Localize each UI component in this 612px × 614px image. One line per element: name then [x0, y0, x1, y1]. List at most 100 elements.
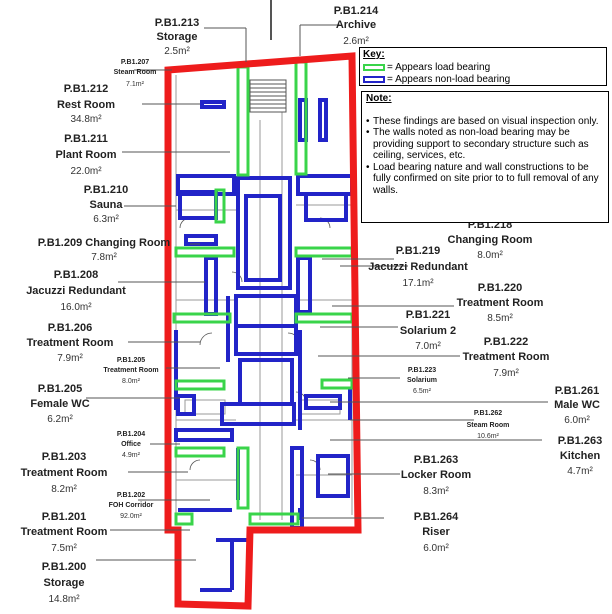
load-bearing-swatch — [363, 63, 385, 71]
room-label-b1-221: P.B1.221 Solarium 2 7.0m² — [400, 309, 456, 352]
svg-text:Storage: Storage — [44, 577, 85, 589]
svg-text:Steam Room: Steam Room — [114, 69, 157, 76]
room-label-b1-219: P.B1.219 Jacuzzi Redundant 17.1m² — [368, 245, 468, 289]
svg-text:Treatment Room: Treatment Room — [463, 351, 550, 363]
svg-text:Rest Room: Rest Room — [57, 99, 115, 111]
svg-text:7.5m²: 7.5m² — [51, 543, 77, 554]
svg-text:34.8m²: 34.8m² — [70, 114, 102, 125]
room-label-b1-201: P.B1.201 Treatment Room 7.5m² — [21, 511, 108, 554]
svg-text:P.B1.223: P.B1.223 — [408, 367, 436, 374]
svg-text:Jacuzzi Redundant: Jacuzzi Redundant — [368, 261, 468, 273]
room-label-b1-211: P.B1.211 Plant Room 22.0m² — [55, 133, 116, 177]
svg-text:P.B1.261: P.B1.261 — [555, 385, 599, 397]
room-label-b1-209: P.B1.209 Changing Room 7.8m² — [38, 237, 171, 263]
room-label-b1-223: P.B1.223 Solarium 6.5m² — [407, 367, 437, 395]
svg-text:Changing Room: Changing Room — [448, 234, 533, 246]
svg-text:6.0m²: 6.0m² — [423, 543, 449, 554]
svg-text:10.6m²: 10.6m² — [477, 433, 499, 440]
svg-text:7.9m²: 7.9m² — [493, 368, 519, 379]
svg-text:6.0m²: 6.0m² — [564, 415, 590, 426]
room-label-b1-214: P.B1.214 Archive 2.6m² — [334, 5, 379, 47]
svg-text:Locker Room: Locker Room — [401, 469, 472, 481]
svg-text:P.B1.205: P.B1.205 — [117, 357, 145, 364]
svg-text:P.B1.204: P.B1.204 — [117, 431, 145, 438]
svg-text:7.1m²: 7.1m² — [126, 81, 145, 88]
svg-text:4.9m²: 4.9m² — [122, 452, 141, 459]
room-label-b1-208: P.B1.208 Jacuzzi Redundant 16.0m² — [26, 269, 126, 313]
svg-text:P.B1.222: P.B1.222 — [484, 336, 528, 348]
legend-load-bearing-label: = Appears load bearing — [387, 61, 491, 73]
stair — [249, 0, 287, 113]
svg-text:8.0m²: 8.0m² — [477, 250, 503, 261]
svg-text:Archive: Archive — [336, 19, 376, 31]
svg-text:P.B1.203: P.B1.203 — [42, 451, 86, 463]
svg-text:P.B1.208: P.B1.208 — [54, 269, 98, 281]
svg-text:P.B1.205: P.B1.205 — [38, 383, 82, 395]
plan-drawing — [164, 0, 362, 610]
svg-text:7.8m²: 7.8m² — [91, 252, 117, 263]
svg-text:2.6m²: 2.6m² — [343, 36, 369, 47]
legend-row-non-load-bearing: = Appears non-load bearing — [360, 73, 606, 85]
svg-text:Riser: Riser — [422, 526, 450, 538]
svg-text:8.5m²: 8.5m² — [487, 313, 513, 324]
room-label-b1-200: P.B1.200 Storage 14.8m² — [42, 561, 86, 605]
room-label-b1-205s: P.B1.205 Treatment Room 8.0m² — [103, 357, 158, 385]
svg-text:P.B1.264: P.B1.264 — [414, 511, 459, 523]
svg-text:8.2m²: 8.2m² — [51, 484, 77, 495]
load-bearing-walls — [172, 60, 354, 526]
svg-text:Steam Room: Steam Room — [467, 422, 510, 429]
room-label-b1-262: P.B1.262 Steam Room 10.6m² — [467, 410, 510, 440]
svg-text:P.B1.221: P.B1.221 — [406, 309, 450, 321]
svg-text:2.5m²: 2.5m² — [164, 46, 190, 57]
svg-text:P.B1.263: P.B1.263 — [558, 435, 602, 447]
leader-lines — [86, 24, 548, 561]
svg-text:Treatment Room: Treatment Room — [27, 337, 114, 349]
room-label-b1-204: P.B1.204 Office 4.9m² — [117, 431, 145, 459]
room-label-b1-212: P.B1.212 Rest Room 34.8m² — [57, 83, 115, 125]
svg-text:P.B1.213: P.B1.213 — [155, 17, 199, 29]
svg-text:Jacuzzi Redundant: Jacuzzi Redundant — [26, 285, 126, 297]
svg-text:Storage: Storage — [157, 31, 198, 43]
legend-non-load-bearing-label: = Appears non-load bearing — [387, 73, 511, 85]
room-labels: P.B1.213 Storage 2.5m² P.B1.214 Archive … — [21, 5, 603, 605]
svg-text:6.3m²: 6.3m² — [93, 214, 119, 225]
svg-text:Treatment Room: Treatment Room — [457, 297, 544, 309]
svg-text:8.3m²: 8.3m² — [423, 486, 449, 497]
svg-text:7.9m²: 7.9m² — [57, 353, 83, 364]
svg-text:P.B1.219: P.B1.219 — [396, 245, 440, 257]
room-label-b1-264: P.B1.264 Riser 6.0m² — [414, 511, 459, 554]
svg-text:P.B1.214: P.B1.214 — [334, 5, 379, 17]
svg-text:7.0m²: 7.0m² — [415, 341, 441, 352]
non-load-bearing-swatch — [363, 75, 385, 83]
svg-text:P.B1.211: P.B1.211 — [64, 133, 108, 145]
room-label-b1-222: P.B1.222 Treatment Room 7.9m² — [463, 336, 550, 379]
note-box: Note: These findings are based on visual… — [361, 91, 609, 223]
svg-text:Male WC: Male WC — [554, 399, 600, 411]
room-label-b1-203: P.B1.203 Treatment Room 8.2m² — [21, 451, 108, 495]
svg-text:P.B1.206: P.B1.206 — [48, 322, 92, 334]
note-item: The walls noted as non-load bearing may … — [366, 127, 604, 162]
svg-text:22.0m²: 22.0m² — [70, 166, 102, 177]
svg-text:17.1m²: 17.1m² — [402, 278, 434, 289]
room-label-b1-263k: P.B1.263 Kitchen 4.7m² — [558, 435, 602, 477]
room-label-b1-261: P.B1.261 Male WC 6.0m² — [554, 385, 600, 426]
svg-text:Solarium 2: Solarium 2 — [400, 325, 456, 337]
svg-text:6.5m²: 6.5m² — [413, 388, 432, 395]
svg-text:P.B1.200: P.B1.200 — [42, 561, 86, 573]
svg-text:Treatment Room: Treatment Room — [103, 367, 158, 374]
legend-key: Key: = Appears load bearing = Appears no… — [359, 47, 607, 86]
legend-title: Key: — [363, 49, 385, 60]
svg-text:Female WC: Female WC — [30, 398, 89, 410]
svg-text:Office: Office — [121, 441, 141, 448]
room-label-b1-205: P.B1.205 Female WC 6.2m² — [30, 383, 89, 425]
svg-text:92.0m²: 92.0m² — [120, 513, 142, 520]
room-label-b1-202: P.B1.202 FOH Corridor 92.0m² — [109, 492, 154, 520]
svg-text:Treatment Room: Treatment Room — [21, 526, 108, 538]
svg-text:Solarium: Solarium — [407, 377, 437, 384]
legend-row-load-bearing: = Appears load bearing — [360, 61, 606, 73]
svg-text:Treatment Room: Treatment Room — [21, 467, 108, 479]
svg-text:Plant Room: Plant Room — [55, 149, 116, 161]
svg-text:P.B1.220: P.B1.220 — [478, 282, 522, 294]
svg-text:4.7m²: 4.7m² — [567, 466, 593, 477]
